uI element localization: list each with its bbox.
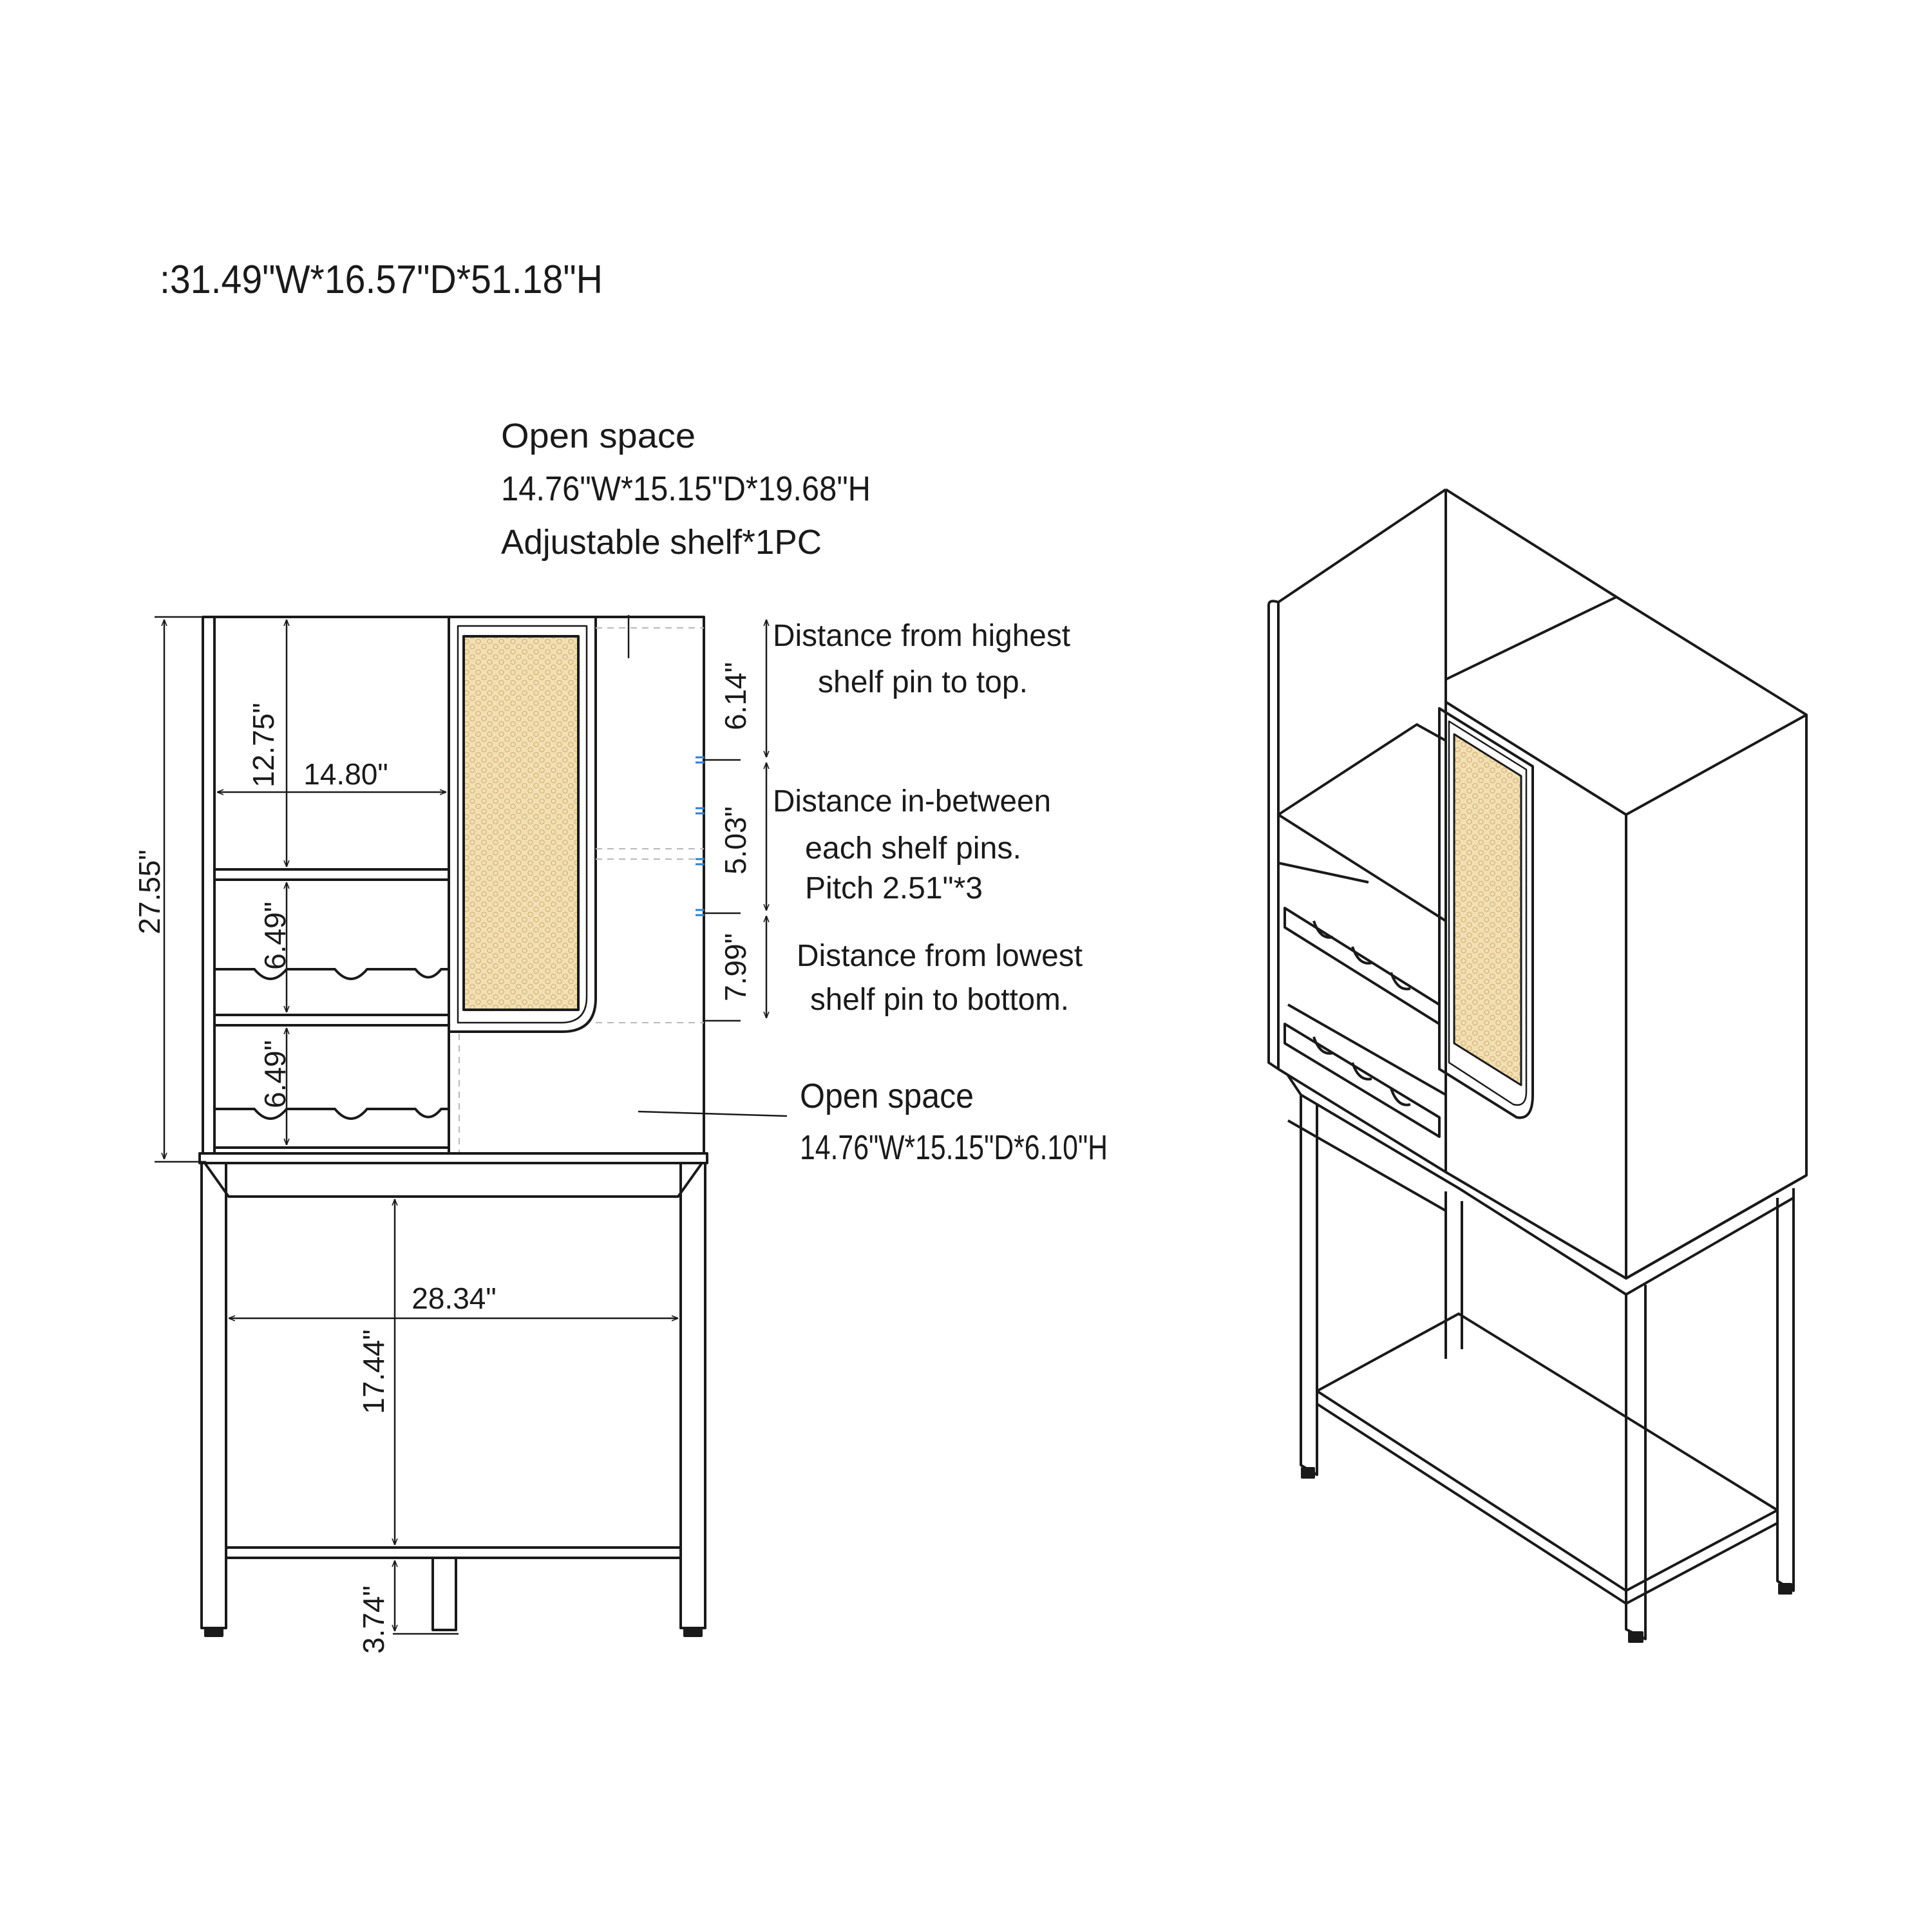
- front-left-leg: [200, 1162, 227, 1629]
- dim-lower-height: 17.44": [357, 1329, 390, 1414]
- isometric-view-drawing: [1267, 488, 1808, 1643]
- callout-lowest-pin-line2: shelf pin to bottom.: [810, 983, 1069, 1017]
- iso-bottom-shelf: [1316, 1312, 1779, 1605]
- iso-door: [1438, 707, 1534, 1119]
- overall-dimensions-title: :31.49"W*16.57"D*51.18"H: [160, 258, 603, 302]
- dim-cubby-width: 14.80": [303, 757, 388, 791]
- callout-lowest-pin-line1: Distance from lowest: [797, 939, 1083, 973]
- table-top-board: [198, 1152, 708, 1164]
- callout-between-pins-pitch: Pitch 2.51"*3: [805, 871, 983, 905]
- rattan-panel: [462, 635, 580, 1011]
- bottom-shelf: [225, 1546, 682, 1559]
- iso-wine-rack-2: [1283, 1023, 1441, 1138]
- iso-back-panel: [1267, 488, 1618, 1070]
- dim-total-upper-height: 27.55": [133, 849, 166, 934]
- dim-wine-rack-2-height: 6.49": [258, 1040, 292, 1108]
- callout-open-space-bottom-size: 14.76"W*15.15"D*6.10"H: [800, 1128, 1108, 1167]
- front-right-leg: [679, 1162, 706, 1629]
- front-door: [448, 616, 597, 1033]
- callout-adjustable-shelf: Adjustable shelf*1PC: [501, 523, 822, 562]
- front-view-drawing: [198, 616, 708, 1637]
- callout-between-pins-line2: each shelf pins.: [805, 831, 1021, 866]
- front-view-dimension-lines: [155, 615, 788, 1635]
- wine-rack-wave-1: [214, 968, 449, 980]
- dim-wine-rack-1-height: 6.49": [258, 902, 292, 970]
- shelf-pin-markers: [696, 756, 705, 916]
- dim-pin-between: 5.03": [719, 806, 752, 875]
- iso-wine-rack-1: [1283, 907, 1441, 1025]
- iso-table-top: [1277, 1068, 1807, 1296]
- iso-rattan-panel: [1453, 733, 1522, 1086]
- iso-right-cabinet: [1444, 596, 1808, 816]
- dim-foot-clearance: 3.74": [357, 1586, 390, 1654]
- wine-rack-wave-2: [214, 1108, 449, 1120]
- dim-pin-bottom: 7.99": [719, 933, 752, 1001]
- dim-pin-top: 6.14": [719, 662, 752, 730]
- callout-open-space-top-size: 14.76"W*15.15"D*19.68"H: [501, 469, 871, 508]
- callout-highest-pin-line2: shelf pin to top.: [818, 665, 1028, 699]
- callout-open-space-bottom-title: Open space: [800, 1077, 974, 1115]
- callout-open-space-top-title: Open space: [501, 417, 696, 455]
- callout-between-pins-line1: Distance in-between: [773, 784, 1051, 819]
- dim-inner-width: 28.34": [412, 1282, 496, 1315]
- dim-top-cubby-height: 12.75": [247, 703, 280, 787]
- callout-highest-pin-line1: Distance from highest: [773, 619, 1070, 653]
